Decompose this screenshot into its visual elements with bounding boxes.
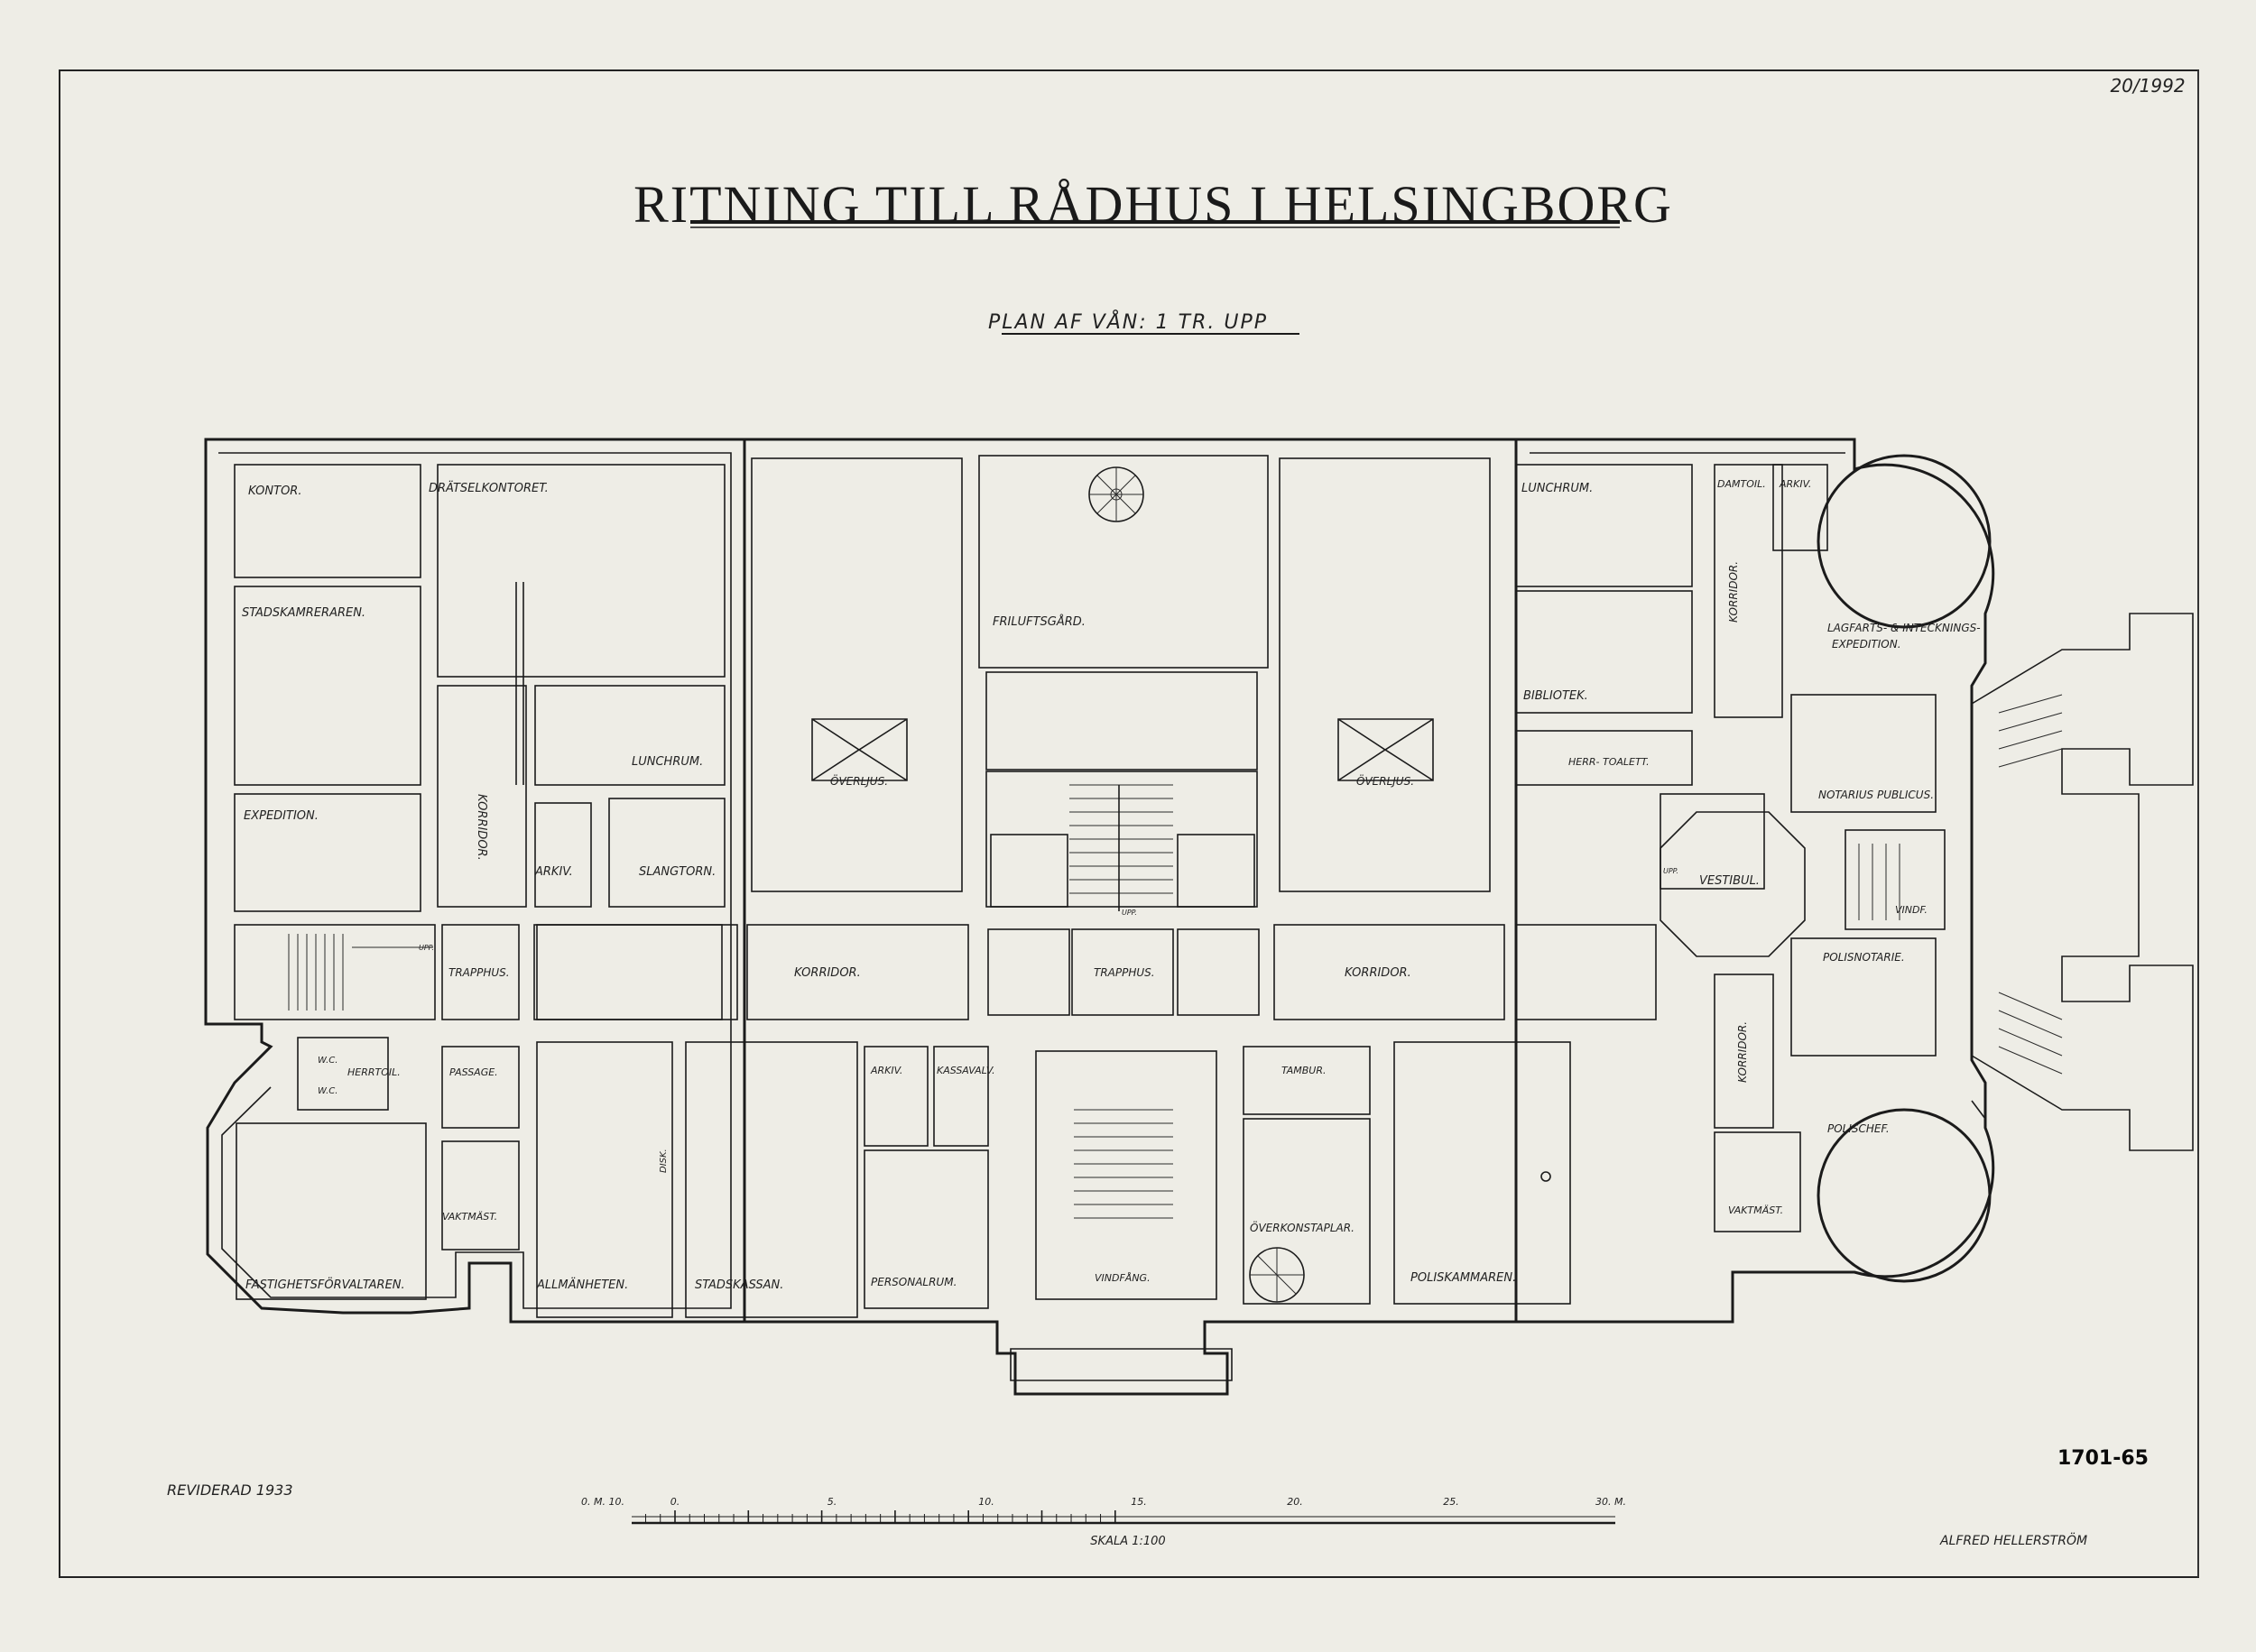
scale-tick-label: 20.: [1287, 1496, 1303, 1508]
scale-tick-label: 5.: [828, 1496, 837, 1508]
scale-label: SKALA 1:100: [1090, 1535, 1165, 1548]
room-label-vestibul: VESTIBUL.: [1699, 874, 1760, 888]
room-label-kassavalv: KASSAVALV.: [937, 1065, 995, 1076]
room-label-overljus-west: ÖVERLJUS.: [830, 773, 888, 788]
stair-label-upp-3: UPP.: [1663, 867, 1678, 875]
room-label-arkiv-west: ARKIV.: [534, 865, 573, 879]
scale-bar: 0. M. 10. 0. 5. 10. 15. 20. 25. 30. M. SKALA 1:…: [581, 1496, 1626, 1548]
room-label-trapphus-center: TRAPPHUS.: [1094, 966, 1155, 979]
scale-tick-label: 25.: [1443, 1496, 1459, 1508]
room-label-herr-toalett: HERR- TOALETT.: [1568, 756, 1650, 768]
room-label-allmanheten: ALLMÄNHETEN.: [536, 1278, 628, 1292]
room-label-arkiv-south: ARKIV.: [870, 1065, 902, 1076]
room-label-korridor-west: KORRIDOR.: [475, 794, 488, 861]
drawing-title: RITNING TILL RÅDHUS I HELSINGBORG: [633, 175, 1673, 234]
room-label-vindf: VINDF.: [1895, 904, 1928, 916]
room-label-wc-1: W.C.: [318, 1056, 337, 1066]
room-label-vindfang: VINDFÅNG.: [1095, 1272, 1151, 1284]
room-label-trapphus-west: TRAPPHUS.: [448, 966, 510, 979]
vestibule-octagon: [1660, 811, 1806, 957]
room-label-slangtorn: SLANGTORN.: [639, 865, 716, 879]
room-label-disk: DISK.: [659, 1149, 669, 1173]
stair-label-upp-2: UPP.: [1122, 909, 1137, 917]
room-label-dratselkontoret: DRÄTSELKONTORET.: [429, 481, 549, 495]
room-label-lagfarts-2: EXPEDITION.: [1832, 638, 1901, 651]
architect-signature: ALFRED HELLERSTRÖM: [1939, 1532, 2087, 1548]
room-label-passage: PASSAGE.: [449, 1066, 498, 1078]
room-label-vaktmast-west: VAKTMÄST.: [442, 1211, 497, 1223]
drawing-subtitle: PLAN AF VÅN: 1 TR. UPP: [988, 309, 1268, 334]
room-label-polisnotarie: POLISNOTARIE.: [1823, 951, 1905, 964]
room-label-notarius: NOTARIUS PUBLICUS.: [1818, 789, 1934, 801]
room-label-lunchrum-east: LUNCHRUM.: [1521, 482, 1593, 495]
west-stair: [288, 934, 433, 1011]
room-label-vaktmast-east: VAKTMÄST.: [1728, 1204, 1783, 1216]
room-label-expedition: EXPEDITION.: [244, 809, 319, 823]
sheet-border: [59, 69, 2199, 1578]
room-labels: KONTOR. DRÄTSELKONTORET. STADSKAMRERAREN…: [242, 478, 1981, 1292]
west-wing: [234, 464, 858, 1318]
revised-note: REVIDERAD 1933: [167, 1481, 293, 1499]
room-label-stadskassan: STADSKASSAN.: [695, 1278, 783, 1292]
scale-tick-label: 10.: [978, 1496, 994, 1508]
room-label-lagfarts: LAGFARTS- & INTECKNINGS-: [1827, 622, 1981, 634]
room-label-korridor-mid-west: KORRIDOR.: [794, 966, 861, 980]
room-label-polischef: POLISCHEF.: [1827, 1122, 1890, 1135]
room-label-poliskammaren: POLISKAMMAREN.: [1410, 1271, 1516, 1285]
room-label-korridor-se: KORRIDOR.: [1736, 1021, 1749, 1083]
room-label-korridor-ne: KORRIDOR.: [1727, 561, 1740, 623]
room-label-arkiv-ne: ARKIV.: [1779, 478, 1811, 490]
room-label-korridor-mid-east: KORRIDOR.: [1345, 966, 1411, 980]
scale-tick-label: 30. M.: [1595, 1496, 1626, 1508]
sheet-number: 20/1992: [2110, 75, 2185, 97]
room-label-fastighetsforvaltaren: FASTIGHETSFÖRVALTAREN.: [245, 1277, 405, 1292]
room-label-bibliotek: BIBLIOTEK.: [1523, 689, 1588, 703]
east-wing: [1515, 454, 2194, 1283]
room-label-stadskamreraren: STADSKAMRERAREN.: [242, 606, 365, 620]
room-label-damtoil: DAMTOIL.: [1717, 478, 1766, 490]
room-label-herrtoil: HERRTOIL.: [347, 1066, 401, 1078]
stamp-number: 1701-65: [2057, 1447, 2149, 1470]
room-label-lunchrum-west: LUNCHRUM.: [632, 755, 703, 769]
scale-tick-label: 15.: [1131, 1496, 1147, 1508]
outer-walls: [204, 438, 1995, 1396]
room-label-kontor: KONTOR.: [248, 485, 301, 498]
room-label-overkonstaplar: ÖVERKONSTAPLAR.: [1250, 1220, 1355, 1234]
stair-label-upp-1: UPP.: [419, 944, 434, 952]
room-label-tambur: TAMBUR.: [1281, 1065, 1326, 1076]
room-label-personalrum: PERSONALRUM.: [871, 1276, 957, 1288]
scale-tick-label: 0. M. 10.: [581, 1496, 624, 1508]
room-label-friluftsgard: FRILUFTSGÅRD.: [993, 614, 1086, 629]
scale-tick-label: 0.: [670, 1496, 680, 1508]
room-label-overljus-east: ÖVERLJUS.: [1356, 773, 1414, 788]
center-block: [533, 455, 1571, 1309]
room-label-wc-2: W.C.: [318, 1086, 337, 1096]
